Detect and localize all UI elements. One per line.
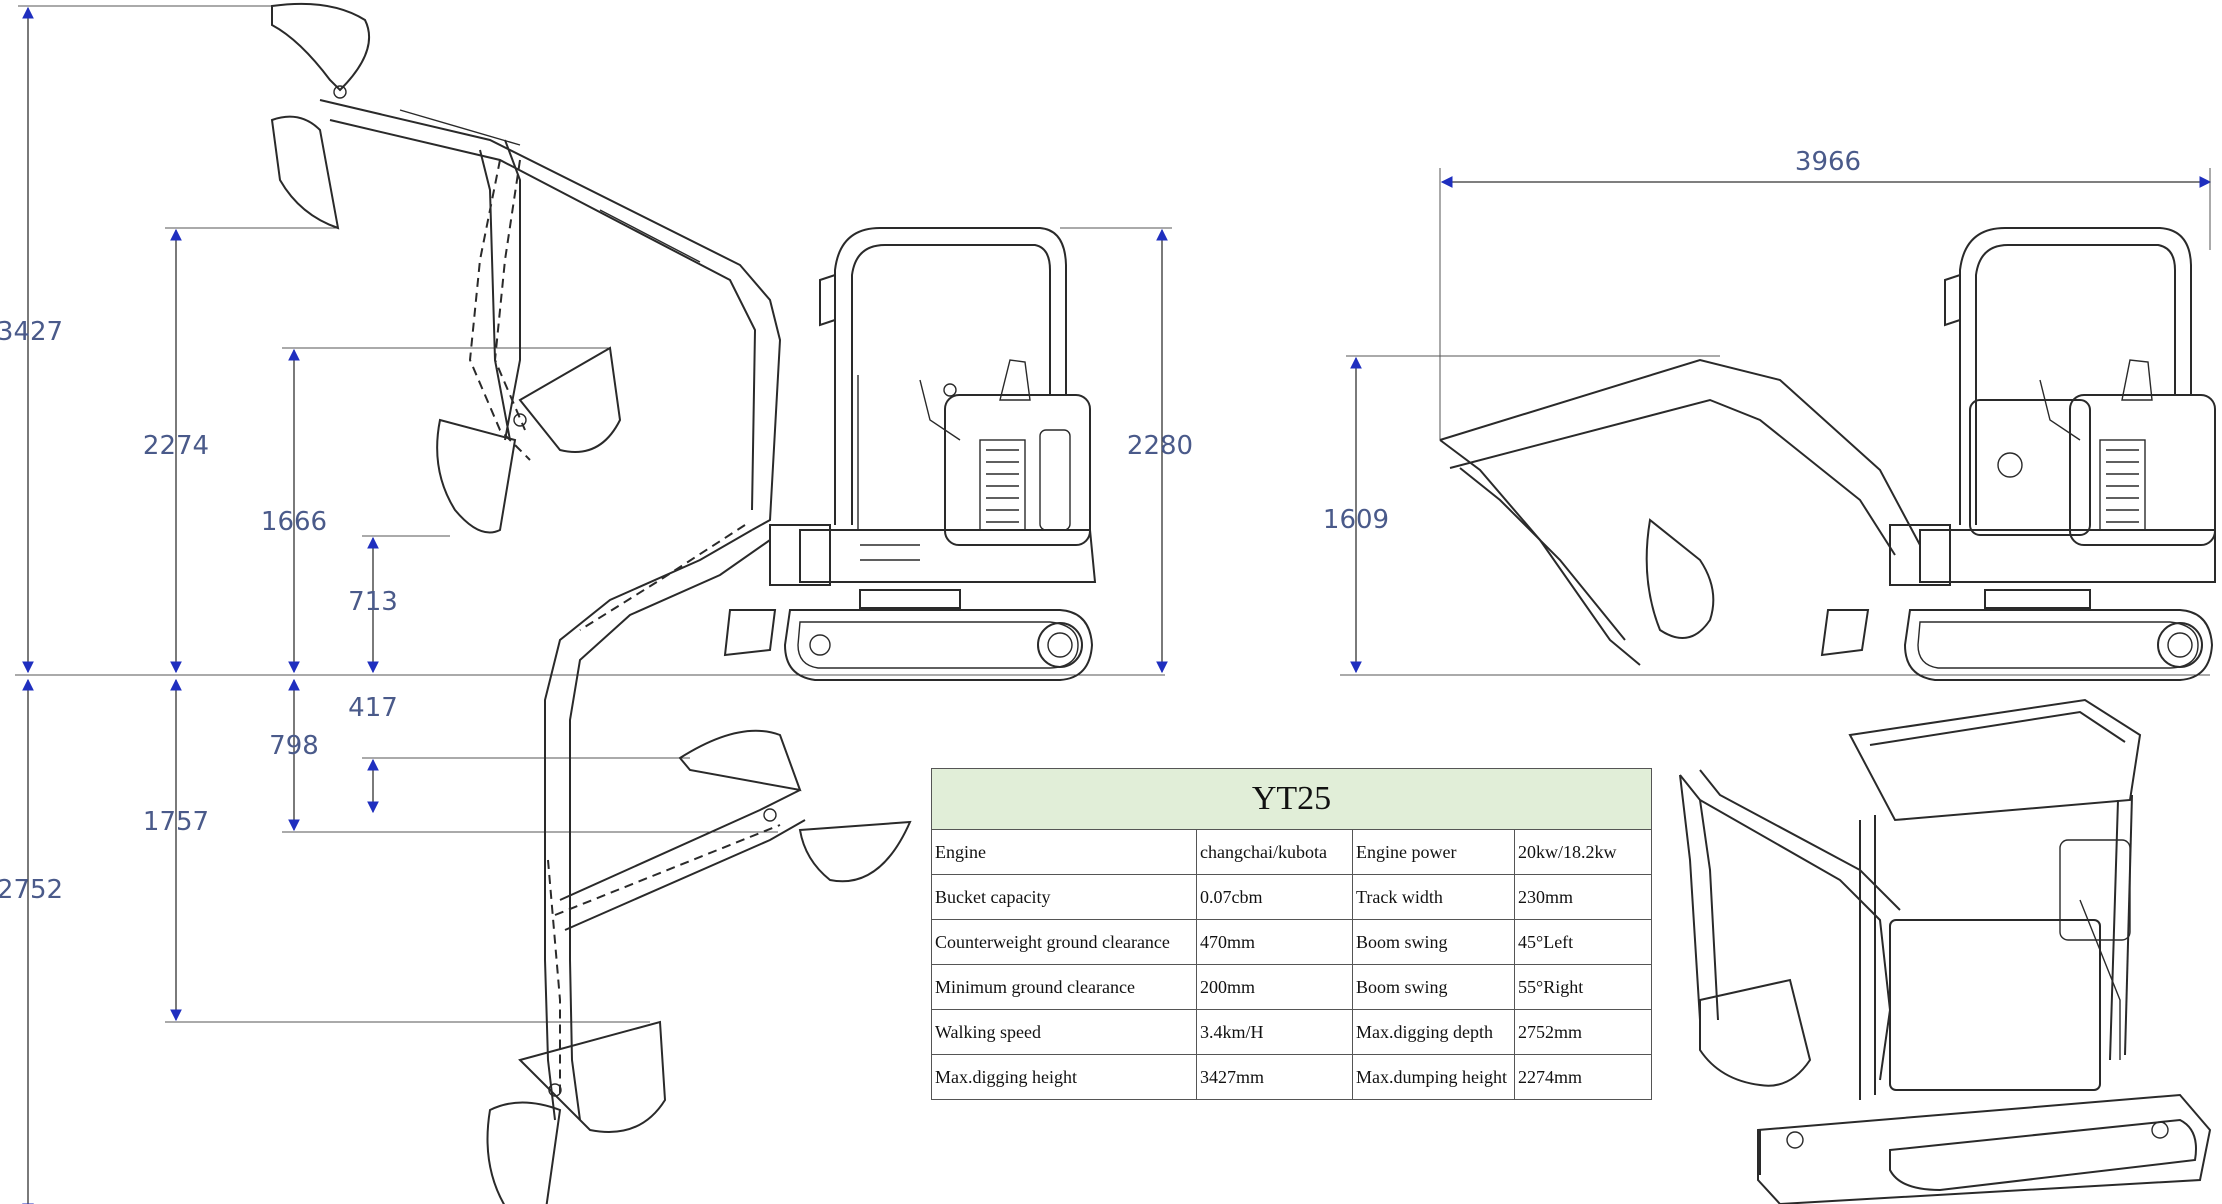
table-row: Counterweight ground clearance 470mm Boo… [931, 919, 1653, 965]
dim-label-713: 713 [348, 587, 398, 617]
dim-label-1666: 1666 [261, 507, 327, 537]
table-row: Minimum ground clearance 200mm Boom swin… [931, 964, 1653, 1010]
dim-label-1757: 1757 [143, 807, 209, 837]
spec-label: Walking speed [931, 1009, 1197, 1055]
spec-value: 3.4km/H [1196, 1009, 1353, 1055]
spec-label: Track width [1352, 874, 1515, 920]
spec-label: Bucket capacity [931, 874, 1197, 920]
spec-value: 230mm [1513, 874, 1653, 920]
spec-label: Counterweight ground clearance [931, 919, 1197, 965]
spec-table: YT25 Engine changchai/kubota Engine powe… [930, 768, 1653, 1100]
spec-value: 3427mm [1196, 1054, 1353, 1100]
spec-value: changchai/kubota [1196, 829, 1353, 875]
working-range-dimensions [18, 5, 778, 1204]
spec-label: Max.dumping height [1352, 1054, 1515, 1100]
spec-label: Engine [931, 829, 1197, 875]
dim-label-3966: 3966 [1795, 147, 1861, 177]
working-range-boom-arm-sketch [270, 2, 912, 1204]
dim-label-2752: 2752 [0, 875, 63, 905]
spec-value: 20kw/18.2kw [1513, 829, 1653, 875]
table-row: Engine changchai/kubota Engine power 20k… [931, 829, 1653, 875]
spec-label: Engine power [1352, 829, 1515, 875]
dim-label-2274: 2274 [143, 431, 209, 461]
spec-value: 55°Right [1513, 964, 1653, 1010]
dim-label-2280: 2280 [1127, 431, 1193, 461]
spec-label: Boom swing [1352, 964, 1515, 1010]
spec-value: 200mm [1196, 964, 1353, 1010]
dim-label-798: 798 [269, 731, 319, 761]
spec-label: Max.digging depth [1352, 1009, 1515, 1055]
side-view-excavator [723, 227, 1097, 681]
spec-table-title: YT25 [930, 768, 1653, 830]
spec-label: Boom swing [1352, 919, 1515, 965]
spec-value: 2752mm [1513, 1009, 1653, 1055]
isometric-view-excavator [1679, 698, 2212, 1204]
dim-label-417: 417 [348, 693, 398, 723]
spec-label: Max.digging height [931, 1054, 1197, 1100]
transport-position-excavator [1346, 168, 2216, 681]
dim-label-3427: 3427 [0, 317, 63, 347]
table-row: Bucket capacity 0.07cbm Track width 230m… [931, 874, 1653, 920]
table-row: Walking speed 3.4km/H Max.digging depth … [931, 1009, 1653, 1055]
spec-value: 470mm [1196, 919, 1353, 965]
spec-value: 0.07cbm [1196, 874, 1353, 920]
spec-label: Minimum ground clearance [931, 964, 1197, 1010]
table-row: Max.digging height 3427mm Max.dumping he… [931, 1054, 1653, 1100]
dim-label-1609: 1609 [1323, 505, 1389, 535]
spec-value: 2274mm [1513, 1054, 1653, 1100]
spec-value: 45°Left [1513, 919, 1653, 965]
